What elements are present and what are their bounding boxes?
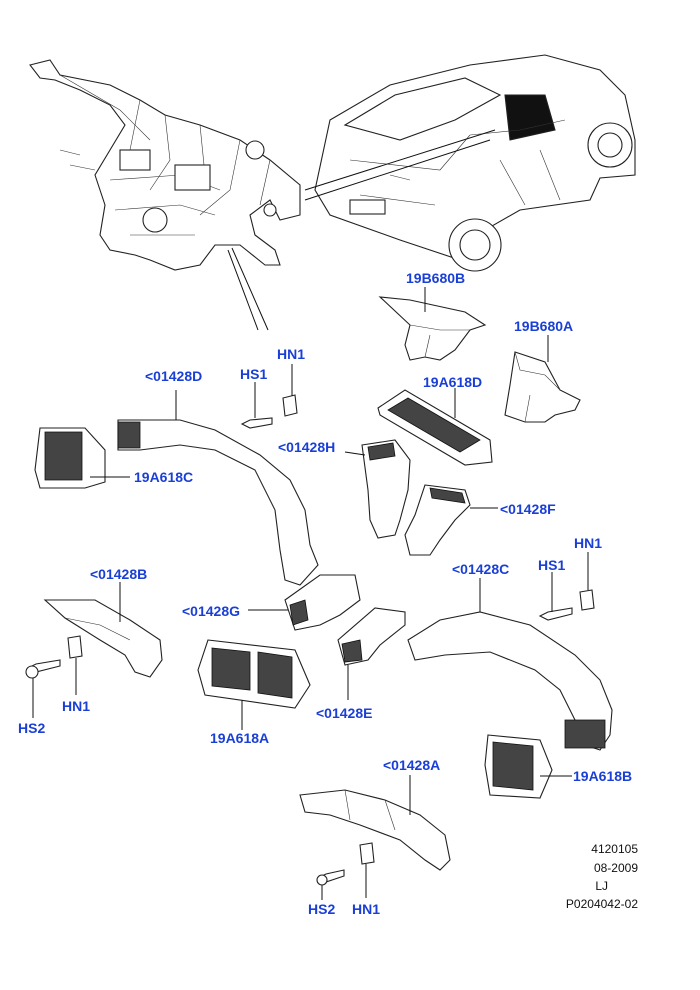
clip-hn1-upper: [282, 394, 298, 417]
label-hs2-left: HS2: [18, 720, 46, 736]
label-hs1-right: HS1: [538, 557, 566, 573]
screw-hs2-bottom: [316, 869, 345, 886]
hvac-assembly-illustration: [29, 59, 301, 271]
label-01428c: <01428C: [452, 561, 510, 577]
label-hs2-bottom: HS2: [308, 901, 336, 917]
duct-01428e: [337, 607, 406, 666]
screw-hs1-upper: [240, 417, 273, 429]
ref-number: 4120105: [591, 842, 638, 856]
label-19a618d: 19A618D: [423, 374, 483, 390]
duct-01428a: [299, 789, 451, 871]
clip-hn1-bottom: [359, 842, 375, 865]
label-01428h: <01428H: [278, 439, 336, 455]
label-hn1-upper: HN1: [277, 346, 306, 362]
callout-line: [227, 249, 259, 331]
label-hn1-right: HN1: [574, 535, 603, 551]
ref-code: LJ: [595, 879, 608, 893]
grille-19a618b: [484, 734, 553, 799]
screw-hs2-left: [25, 659, 61, 679]
duct-01428g: [284, 574, 361, 631]
label-01428g: <01428G: [182, 603, 240, 619]
duct-01428b: [43, 599, 163, 678]
label-01428d: <01428D: [145, 368, 203, 384]
label-01428a: <01428A: [383, 757, 441, 773]
label-19a618a: 19A618A: [210, 730, 270, 746]
label-19a618b: 19A618B: [573, 768, 633, 784]
duct-19b680b: [378, 296, 487, 361]
label-01428f: <01428F: [500, 501, 556, 517]
grille-19a618c: [34, 427, 106, 489]
callout-line: [344, 451, 366, 456]
label-19b680b: 19B680B: [406, 270, 466, 286]
vehicle-illustration: [314, 54, 636, 272]
callout-line: [304, 139, 491, 201]
clip-hn1-right: [579, 589, 595, 611]
grille-19a618d: [377, 389, 493, 466]
duct-19b680a: [504, 351, 581, 423]
duct-01428d: [117, 419, 319, 586]
duct-01428f: [404, 484, 471, 556]
screw-hs1-right: [538, 607, 573, 621]
label-19b680a: 19B680A: [514, 318, 574, 334]
grille-19a618a: [197, 639, 311, 709]
label-hs1-upper: HS1: [240, 366, 268, 382]
duct-01428h: [361, 439, 411, 539]
clip-hn1-left: [67, 635, 83, 659]
label-19a618c: 19A618C: [134, 469, 194, 485]
label-01428e: <01428E: [316, 705, 373, 721]
callout-line: [304, 129, 496, 191]
ref-drawing-id: P0204042-02: [565, 897, 638, 911]
callout-line: [231, 247, 269, 331]
duct-01428c: [407, 611, 613, 751]
ref-date: 08-2009: [593, 861, 638, 875]
label-01428b: <01428B: [90, 566, 148, 582]
label-hn1-bottom: HN1: [352, 901, 381, 917]
label-hn1-left: HN1: [62, 698, 91, 714]
